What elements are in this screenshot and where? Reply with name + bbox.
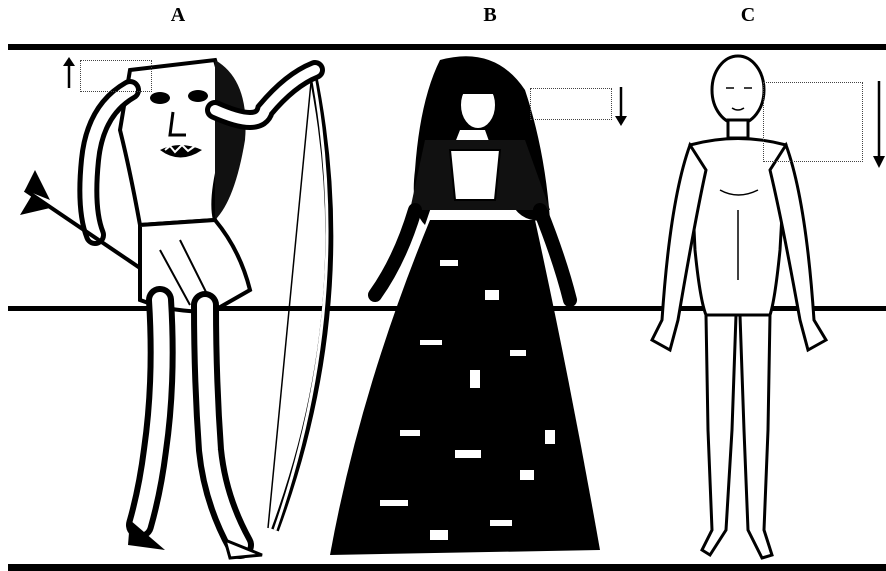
panel-label-a: A	[158, 4, 198, 27]
down-arrow-icon	[872, 80, 886, 170]
up-arrow-icon	[62, 56, 76, 90]
figure-b-long-haired-woman	[320, 50, 610, 565]
panel-c-dotted-box	[763, 82, 863, 162]
bottom-reference-line	[8, 564, 886, 571]
panel-label-c: C	[728, 4, 768, 27]
panel-a-dotted-box	[80, 60, 152, 92]
down-arrow-icon	[614, 86, 628, 128]
figure-a-blemmyae-archer	[10, 50, 340, 565]
panel-label-b: B	[470, 4, 510, 27]
panel-b-dotted-box	[530, 88, 612, 120]
